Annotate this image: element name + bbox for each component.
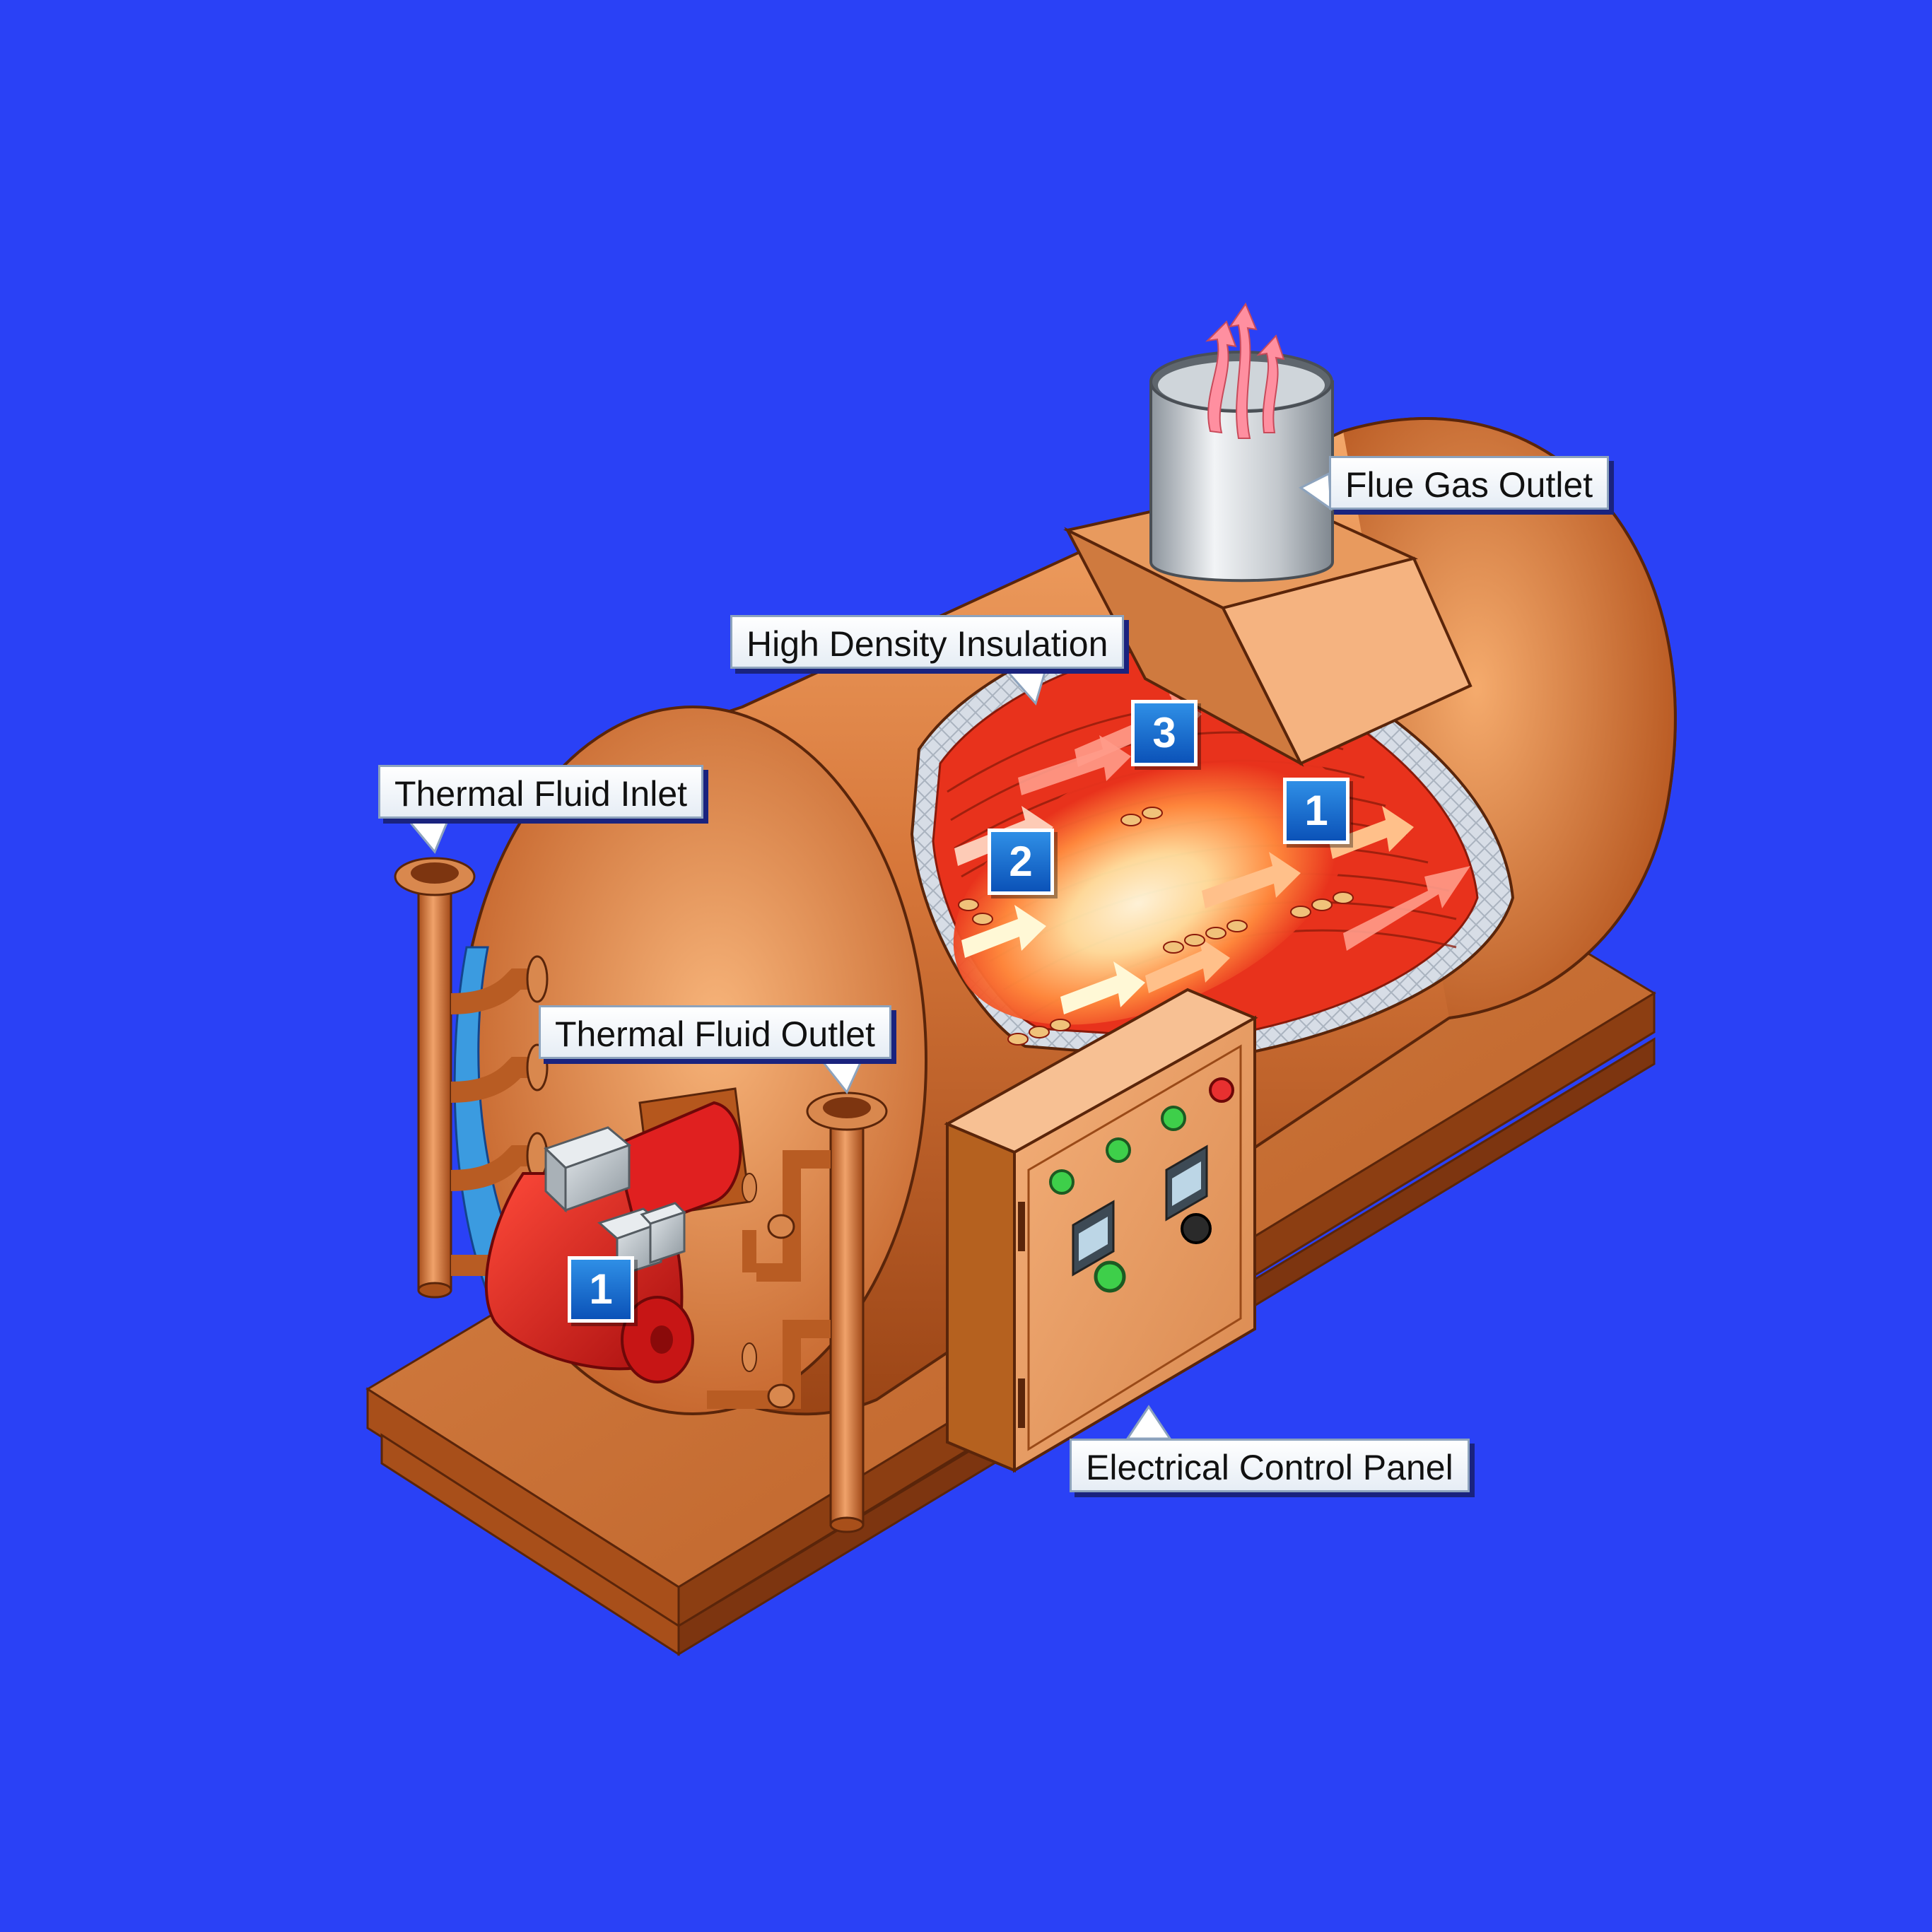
combustion-chamber [953,742,1352,1025]
thermal-fluid-outlet-text: Thermal Fluid Outlet [555,1014,875,1054]
tube-ends [958,807,1354,1046]
flue-gas-outlet-text: Flue Gas Outlet [1345,465,1593,505]
red-indicator-light [1209,1077,1234,1103]
thermal-fluid-outlet-pipe [707,1091,888,1533]
burner-badge: 1 [568,1256,634,1323]
pass-1-badge: 1 [1283,778,1350,844]
electrical-control-panel-label: Electrical Control Panel [1070,1439,1470,1492]
flue-gas-arrows [954,640,1470,1014]
thermal-fluid-inlet-label: Thermal Fluid Inlet [378,765,704,819]
high-density-insulation-text: High Density Insulation [747,624,1108,664]
thermal-fluid-inlet-pipe [394,857,549,1299]
green-indicator-light [1106,1137,1131,1163]
selector-knob [1181,1213,1212,1244]
green-indicator-light [1049,1169,1075,1195]
pass-2-badge: 2 [988,829,1054,895]
green-indicator-light [1161,1106,1186,1131]
electrical-control-panel-text: Electrical Control Panel [1086,1448,1453,1487]
green-push-button [1094,1260,1126,1293]
callout-pointers [404,472,1333,1440]
high-density-insulation-label: High Density Insulation [730,615,1125,669]
thermal-fluid-inlet-text: Thermal Fluid Inlet [394,774,688,814]
pass-3-badge: 3 [1131,700,1198,766]
flue-stack [1149,302,1334,582]
thermal-fluid-outlet-label: Thermal Fluid Outlet [539,1005,891,1059]
flue-gas-outlet-label: Flue Gas Outlet [1329,456,1610,510]
electrical-control-panel [944,988,1258,1473]
